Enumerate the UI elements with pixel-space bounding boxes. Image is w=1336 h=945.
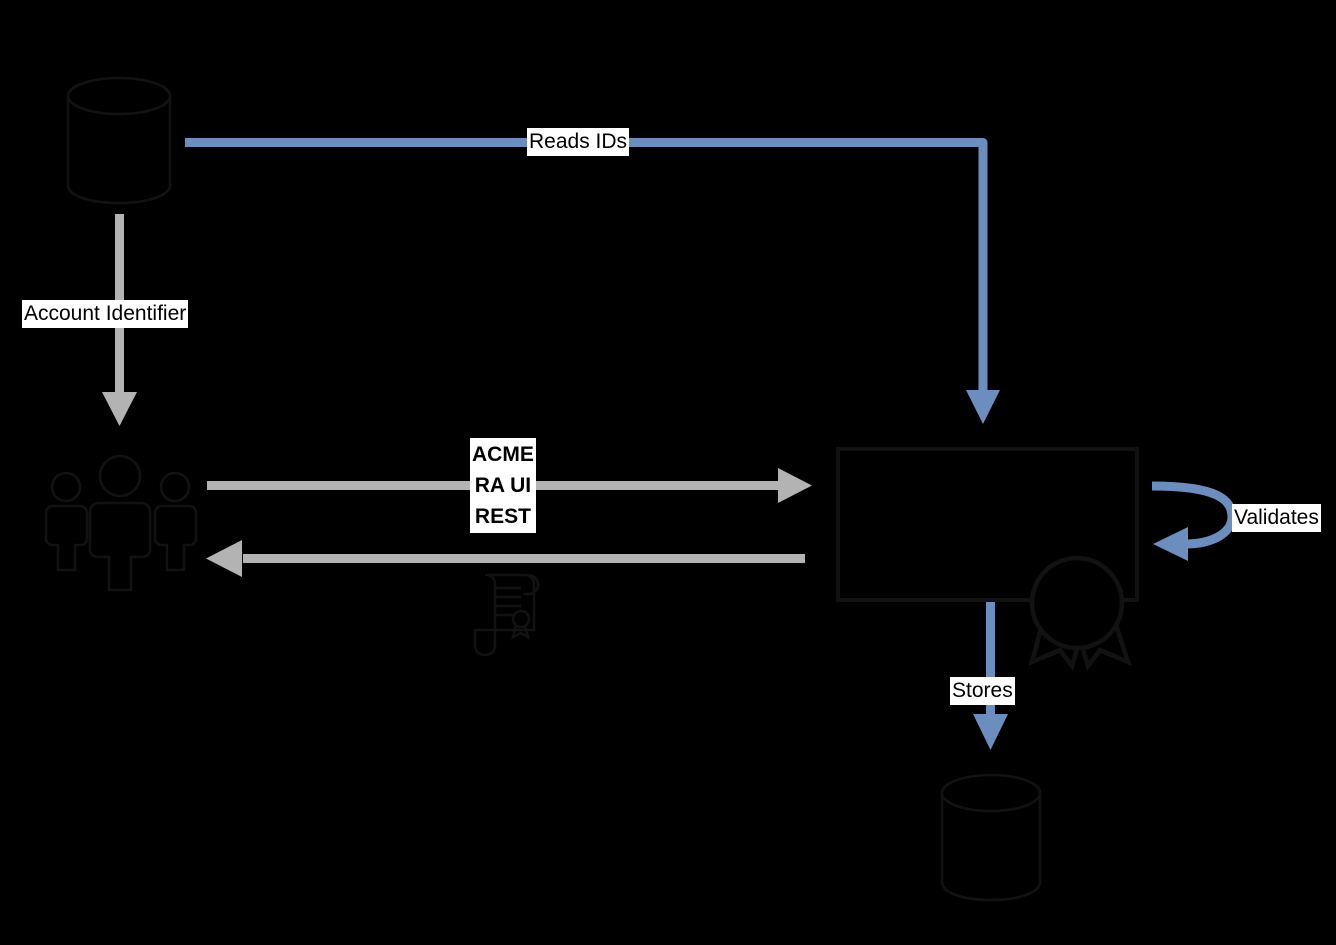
edge-label-reads-ids: Reads IDs bbox=[527, 128, 630, 156]
edge-acme-ra-ui-rest-arrowhead bbox=[778, 468, 812, 503]
edge-label-account-identifier: Account Identifier bbox=[22, 300, 189, 328]
edge-validates[interactable] bbox=[1151, 481, 1237, 561]
user-body-left-icon bbox=[44, 504, 89, 572]
user-body-center-icon bbox=[88, 501, 152, 592]
edge-reads-ids-line bbox=[185, 138, 988, 396]
certificate-scroll-curl-icon bbox=[524, 573, 540, 596]
edge-stores-arrowhead bbox=[973, 714, 1008, 750]
edge-validates-arrowhead bbox=[1153, 527, 1188, 561]
award-seal-icon bbox=[1029, 555, 1125, 651]
database-cylinder-icon bbox=[940, 793, 1042, 902]
edge-label-stores: Stores bbox=[950, 677, 1015, 705]
certificate-seal-icon bbox=[511, 609, 531, 629]
edge-response-arrowhead bbox=[206, 540, 242, 577]
edge-validates-line bbox=[1151, 481, 1237, 549]
node-users-group[interactable] bbox=[44, 454, 198, 592]
node-certificate-request[interactable] bbox=[473, 573, 540, 657]
user-head-right-icon bbox=[159, 471, 191, 503]
edge-label-acme-ra-ui-rest: ACME RA UI REST bbox=[470, 438, 536, 533]
edge-label-validates: Validates bbox=[1232, 504, 1321, 532]
edge-account-identifier-arrowhead bbox=[102, 392, 137, 426]
user-head-center-icon bbox=[98, 454, 142, 498]
node-target-database[interactable] bbox=[940, 773, 1042, 902]
edge-reads-ids-arrowhead bbox=[966, 390, 1000, 424]
database-cylinder-top-icon bbox=[66, 76, 172, 116]
certificate-seal-ribbon-icon bbox=[510, 625, 531, 640]
node-source-database[interactable] bbox=[66, 76, 172, 205]
database-cylinder-top-icon bbox=[940, 773, 1042, 813]
edge-response[interactable] bbox=[206, 540, 805, 577]
user-body-right-icon bbox=[153, 504, 198, 572]
certificate-scroll-icon bbox=[485, 573, 536, 632]
user-head-left-icon bbox=[50, 471, 82, 503]
node-ra-seal[interactable] bbox=[1028, 555, 1132, 671]
certificate-scroll-foot-icon bbox=[473, 628, 497, 657]
edge-reads-ids[interactable] bbox=[185, 138, 1000, 425]
database-cylinder-icon bbox=[66, 96, 172, 205]
